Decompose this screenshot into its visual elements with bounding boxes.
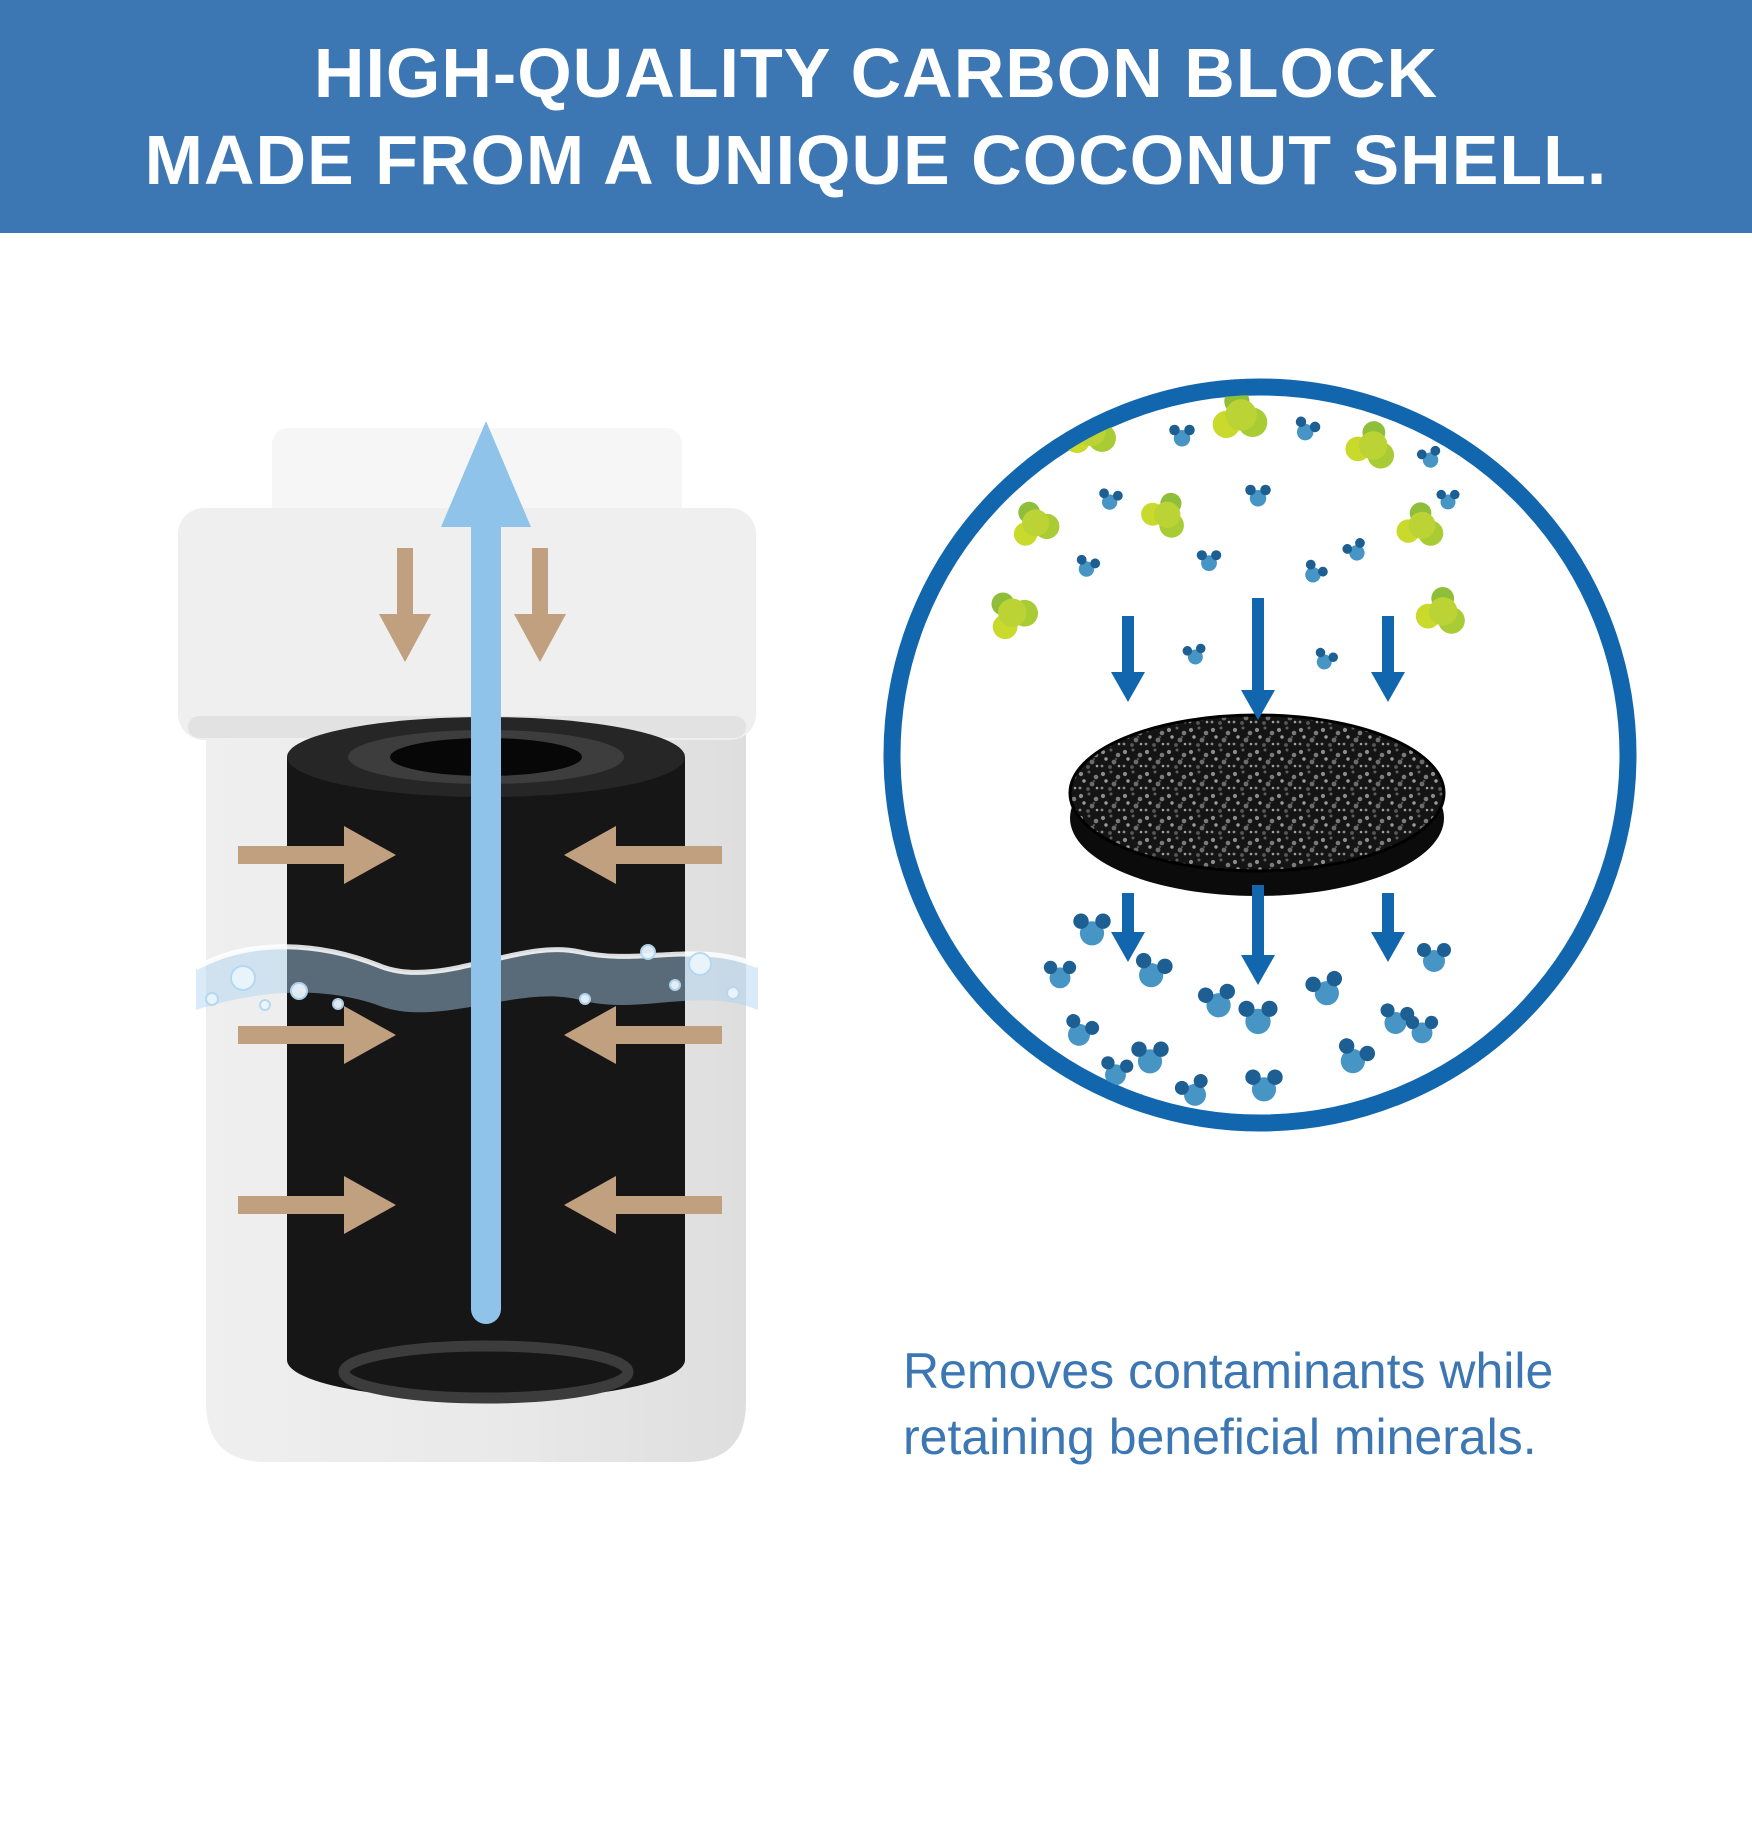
carbon-disc xyxy=(1068,713,1446,896)
inset-caption-line1: Removes contaminants while xyxy=(903,1343,1554,1399)
inset-caption-line2: retaining beneficial minerals. xyxy=(903,1409,1537,1465)
down-arrow xyxy=(1241,885,1275,985)
clean-water-up-arrow xyxy=(441,421,531,1324)
down-arrow xyxy=(1371,616,1405,702)
flow-down-arrows-below xyxy=(1111,885,1405,985)
down-arrow xyxy=(1241,598,1275,720)
down-arrow xyxy=(1111,893,1145,962)
header-banner: HIGH-QUALITY CARBON BLOCK MADE FROM A UN… xyxy=(0,0,1752,233)
zoom-inset-circle xyxy=(883,378,1637,1132)
water-bubbles xyxy=(205,944,740,1011)
header-title-line1: HIGH-QUALITY CARBON BLOCK xyxy=(313,33,1439,112)
carbon-block-bottom-rim xyxy=(338,1340,634,1404)
filter-collar xyxy=(178,508,756,740)
down-arrow xyxy=(1371,893,1405,962)
header-title-line2: MADE FROM A UNIQUE COCONUT SHELL. xyxy=(144,120,1608,199)
inset-caption: Removes contaminants while retaining ben… xyxy=(903,1338,1553,1470)
down-arrow xyxy=(1111,616,1145,702)
filter-cartridge-illustration xyxy=(178,421,760,1462)
flow-down-arrows-above xyxy=(1111,598,1405,720)
